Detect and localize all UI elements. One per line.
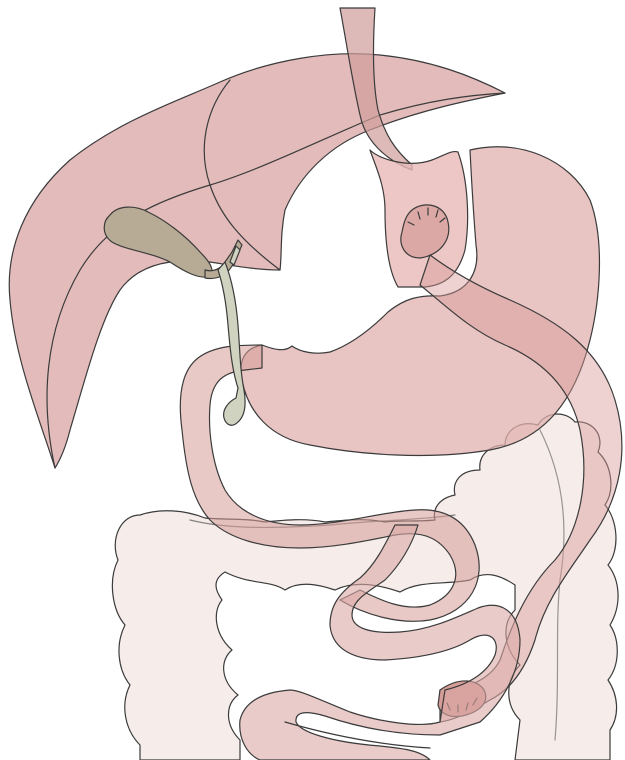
bile-duct <box>218 246 245 425</box>
common-bile-duct <box>218 262 245 425</box>
stomach-upper-pouch <box>370 150 468 287</box>
